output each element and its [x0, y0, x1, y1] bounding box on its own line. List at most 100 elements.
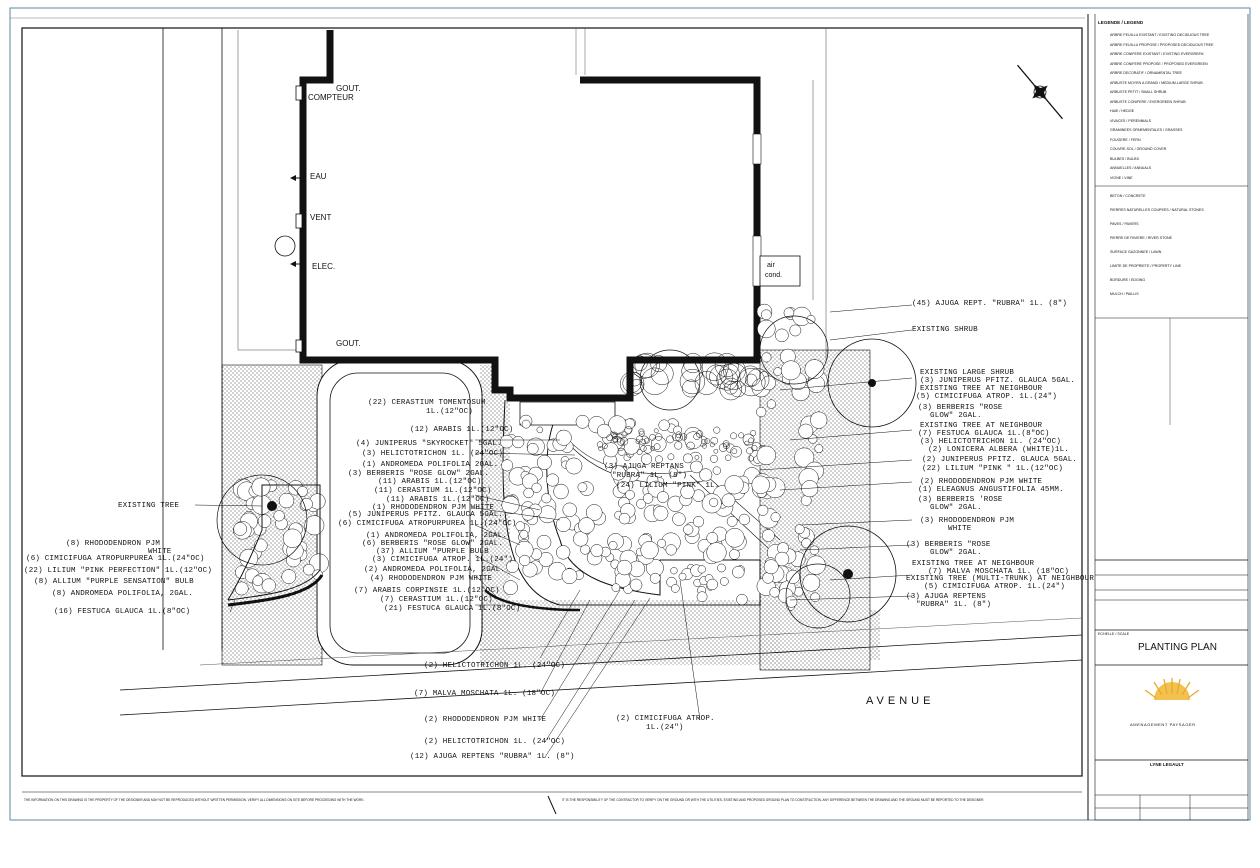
legend-item: BULBES / BULBS	[1110, 156, 1139, 161]
note-left: THE INFORMATION ON THIS DRAWING IS THE P…	[24, 798, 365, 802]
left-label: (22) LILIUM "PINK PERFECTION" 1L.(12"OC)	[24, 567, 213, 575]
label-compteur: COMPTEUR	[308, 93, 354, 102]
right-label: "RUBRA" 1L. (8")	[916, 601, 992, 609]
legend-item: COUVRE-SOL / GROUND COVER	[1110, 147, 1167, 151]
bed-label: (24) LILIUM "PINK" 1L.	[616, 482, 720, 490]
bottom-label: 1L.(24")	[646, 724, 684, 732]
right-label: (3) RHODODENDRON PJM	[920, 517, 1015, 525]
label-cond: cond.	[765, 272, 783, 279]
center-label: (21) FESTUCA GLAUCA 1L.(8"OC)	[384, 605, 521, 613]
scale-label: ECHELLE / SCALE	[1098, 632, 1130, 636]
right-label: (7) MALVA MOSCHATA 1L. (18"OC)	[928, 568, 1070, 576]
label-vent: VENT	[310, 213, 332, 222]
legend-item: ANNUELLES / ANNUALS	[1110, 166, 1152, 170]
legend-item: ARBRE FEUILLU EXISTANT / EXISTING DECIDU…	[1110, 33, 1210, 37]
legend-item: HAIE / HEDGE	[1110, 109, 1135, 113]
center-label: (12) ARABIS 1L.(12"OC)	[410, 426, 514, 434]
center-label: (1) RHODODENDRON PJM WHITE	[372, 504, 495, 512]
legend-material: PAVES / PAVERS	[1110, 222, 1139, 226]
legend-material: SURFACE GAZONNEE / LAWN	[1110, 250, 1162, 254]
right-label: (5) CIMICIFUGA ATROP. 1L.(24")	[916, 393, 1058, 401]
right-label: (5) CIMICIFUGA ATROP. 1L.(24")	[924, 583, 1066, 591]
label-gout-bottom: GOUT.	[336, 339, 361, 348]
label-eau: EAU	[310, 172, 327, 181]
right-label: (2) RHODODENDRON PJM WHITE	[920, 478, 1043, 486]
note-right: IT IS THE RESPONSIBILITY OF THE CONTRACT…	[562, 798, 985, 802]
center-label: (6) BERBERIS "ROSE GLOW" 2GAL.	[362, 540, 504, 548]
bottom-label: (2) RHODODENDRON PJM WHITE	[424, 716, 547, 724]
legend-item: ARBUSTE CONIFERE / EVERGREEN SHRUB	[1110, 99, 1186, 104]
left-label: (8) ANDROMEDA POLIFOLIA, 2GAL.	[52, 590, 194, 598]
right-label: EXISTING TREE (MULTI-TRUNK) AT NEIGHBOUR	[906, 575, 1095, 583]
right-label: (3) BERBERIS "ROSE	[906, 541, 991, 549]
bed-label: (3) AJUGA REPTANS	[604, 463, 684, 471]
legend-item: ARBRE CONIFERE EXISTANT / EXISTING EVERG…	[1110, 52, 1204, 56]
left-label: (8) ALLIUM "PURPLE SENSATION" BULB	[34, 578, 194, 586]
company-name: AMENAGEMENT PAYSAGER	[1130, 722, 1196, 727]
right-label: (3) AJUGA REPTENS	[906, 593, 986, 601]
right-label: (2) JUNIPERUS PFITZ. GLAUCA 5GAL.	[922, 456, 1078, 464]
center-label: (11) CERASTIUM 1L.(12"OC)	[374, 487, 492, 495]
right-label: GLOW" 2GAL.	[930, 549, 982, 557]
legend-item: ARBRE DECORATIF / ORNAMENTAL TREE	[1110, 71, 1182, 75]
label-elec: ELEC.	[312, 262, 336, 271]
left-label: (16) FESTUCA GLAUCA 1L.(8"OC)	[54, 608, 191, 616]
bottom-label: (7) MALVA MOSCHATA 1L. (18"OC)	[414, 690, 556, 698]
legend-material: BORDURE / EDGING	[1110, 278, 1146, 282]
center-label: (11) ARABIS 1L.(12"OC)	[378, 478, 482, 486]
right-label: WHITE	[948, 525, 972, 533]
right-label: EXISTING TREE AT NEIGHBOUR	[912, 560, 1035, 568]
right-label: (1) ELEAGNUS ANGUSTIFOLIA 45MM.	[918, 486, 1064, 494]
designer-name: LYNE LEGAULT	[1150, 762, 1184, 767]
legend-material: MULCH / PAILLIS	[1110, 292, 1139, 296]
center-label: (22) CERASTIUM TOMENTOSUM	[368, 399, 486, 407]
legend-item: ARBRE CONIFERE PROPOSE / PROPOSED EVERGR…	[1110, 61, 1208, 66]
street-name: AVENUE	[866, 695, 935, 707]
right-label: (3) BERBERIS "ROSE	[918, 404, 1003, 412]
center-label: (37) ALLIUM "PURPLE BULB	[376, 548, 489, 556]
legend-item: VIVACES / PERENNIALS	[1110, 118, 1152, 123]
legend-material: PIERRE DE RIVIERE / RIVER STONE	[1110, 236, 1173, 240]
label-air: air	[767, 262, 775, 269]
right-label: (3) BERBERIS 'ROSE	[918, 496, 1003, 504]
center-label: (6) CIMICIFUGA ATROPURPUREA 1L.(24"OC)	[338, 520, 517, 528]
right-label: (45) AJUGA REPT. "RUBRA" 1L. (8")	[912, 300, 1068, 308]
bottom-label: (2) HELICTOTRICHON 1L. (24"OC)	[424, 662, 566, 670]
label-gout-top: GOUT.	[336, 84, 361, 93]
legend-title: LEGENDE / LEGEND	[1098, 20, 1144, 25]
right-label: EXISTING TREE AT NEIGHBOUR	[920, 422, 1043, 430]
right-label: EXISTING TREE AT NEIGHBOUR	[920, 385, 1043, 393]
right-label: GLOW" 2GAL.	[930, 412, 982, 420]
center-label: (3) BERBERIS "ROSE GLOW" 2GAL.	[348, 470, 490, 478]
left-label: WHITE	[148, 548, 172, 556]
label-existing-shrub: EXISTING SHRUB	[912, 326, 978, 334]
legend-item: ARBUSTE PETIT / SMALL SHRUB	[1110, 90, 1167, 94]
center-label: (7) CERASTIUM 1L.(12"OC)	[380, 596, 493, 604]
legend-material: PIERRES NATURELLES COUPEES / NATURAL STO…	[1110, 208, 1204, 212]
legend-item: VIGNE / VINE	[1110, 175, 1133, 180]
right-label: (3) HELICTOTRICHON 1L. (24"OC)	[920, 438, 1062, 446]
left-label: (8) RHODODENDRON PJM	[66, 540, 161, 548]
center-label: (4) JUNIPERUS "SKYROCKET" 5GAL.	[356, 440, 502, 448]
legend-material: BETON / CONCRETE	[1110, 194, 1146, 198]
drawing-title: PLANTING PLAN	[1138, 642, 1217, 653]
label-existing-tree: EXISTING TREE	[118, 502, 180, 510]
legend-item: ARBRE FEUILLU PROPOSE / PROPOSED DECIDUO…	[1110, 42, 1214, 47]
center-label: (11) ARABIS 1L.(12"OC)	[386, 496, 490, 504]
center-label: (3) CIMICIFUGA ATROP. 1L.(24")	[372, 556, 514, 564]
sunrise-logo-icon	[1144, 678, 1200, 700]
right-label: EXISTING LARGE SHRUB	[920, 369, 1015, 377]
right-label: GLOW" 2GAL.	[930, 504, 982, 512]
center-label: (7) ARABIS CORPINSIE 1L.(12"OC)	[354, 587, 500, 595]
legend-item: GRAMINEES ORNEMENTALES / GRASSES	[1110, 128, 1183, 132]
bottom-label: (2) CIMICIFUGA ATROP.	[616, 715, 715, 723]
center-label: (1) ANDROMEDA POLIFOLIA 2GAL.	[362, 461, 499, 469]
legend-item: FOUGERE / FERN	[1110, 137, 1141, 142]
center-label: (1) ANDROMEDA POLIFOLIA, 2GAL.	[366, 532, 508, 540]
bottom-label: (12) AJUGA REPTENS "RUBRA" 1L. (8")	[410, 753, 575, 761]
right-label: (7) FESTUCA GLAUCA 1L.(8"OC)	[918, 430, 1050, 438]
center-label: (4) RHODODENDRON PJM WHITE	[370, 575, 493, 583]
right-label: (22) LILIUM "PINK " 1L.(12"OC)	[922, 465, 1064, 473]
